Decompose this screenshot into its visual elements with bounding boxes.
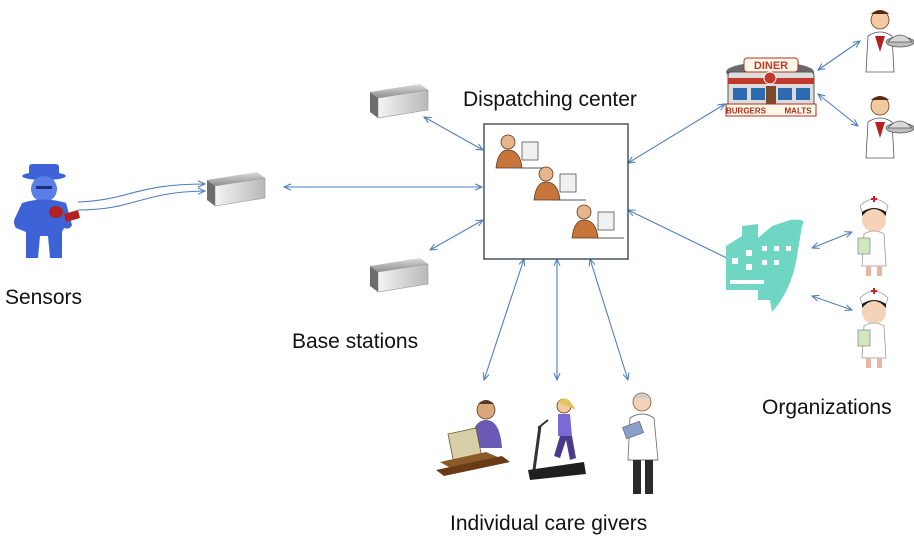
waiter-icon — [865, 10, 914, 73]
arrow-base-top-to-center — [424, 117, 483, 150]
arrow-center-to-hospital — [628, 210, 735, 262]
base-station-icon — [370, 258, 429, 293]
doctor-icon — [622, 392, 659, 494]
base-station-icon — [370, 84, 429, 119]
arrow-center-to-doctor — [590, 259, 628, 380]
arrow-base-bottom-to-center — [430, 220, 483, 250]
treadmill-runner-icon — [528, 398, 586, 480]
arrow-sensor-to-base-station-2 — [77, 191, 205, 211]
label-sensors: Sensors — [5, 286, 83, 309]
arrow-hospital-to-nurse-1 — [812, 232, 852, 248]
waiter-icon — [865, 96, 914, 159]
hospital-icon — [726, 219, 804, 312]
nurse-icon — [857, 196, 889, 276]
diner-sign-left: BURGERS — [726, 107, 767, 116]
diner-sign-top: DINER — [754, 60, 788, 72]
computer-user-icon — [436, 400, 510, 476]
connection-arrows — [77, 41, 860, 380]
arrow-hospital-to-nurse-2 — [812, 296, 852, 310]
arrow-center-to-computer-user — [484, 259, 524, 380]
office-workers-icon — [495, 134, 624, 239]
arrow-diner-to-waiter-1 — [818, 41, 860, 70]
label-dispatching-center: Dispatching center — [463, 88, 637, 111]
diner-sign-right: MALTS — [785, 107, 813, 116]
label-organizations: Organizations — [762, 396, 892, 419]
arrow-diner-to-waiter-2 — [818, 94, 858, 126]
diner-icon: BURGERS MALTS DINER — [725, 57, 817, 117]
arrow-center-to-diner — [628, 104, 725, 163]
label-base-stations: Base stations — [292, 330, 419, 353]
label-individual-care-givers: Individual care givers — [450, 512, 648, 535]
arrow-sensor-to-base-station — [77, 184, 205, 203]
base-station-icon — [207, 172, 266, 207]
sensor-person-icon — [14, 164, 80, 258]
nurse-icon — [857, 288, 889, 368]
